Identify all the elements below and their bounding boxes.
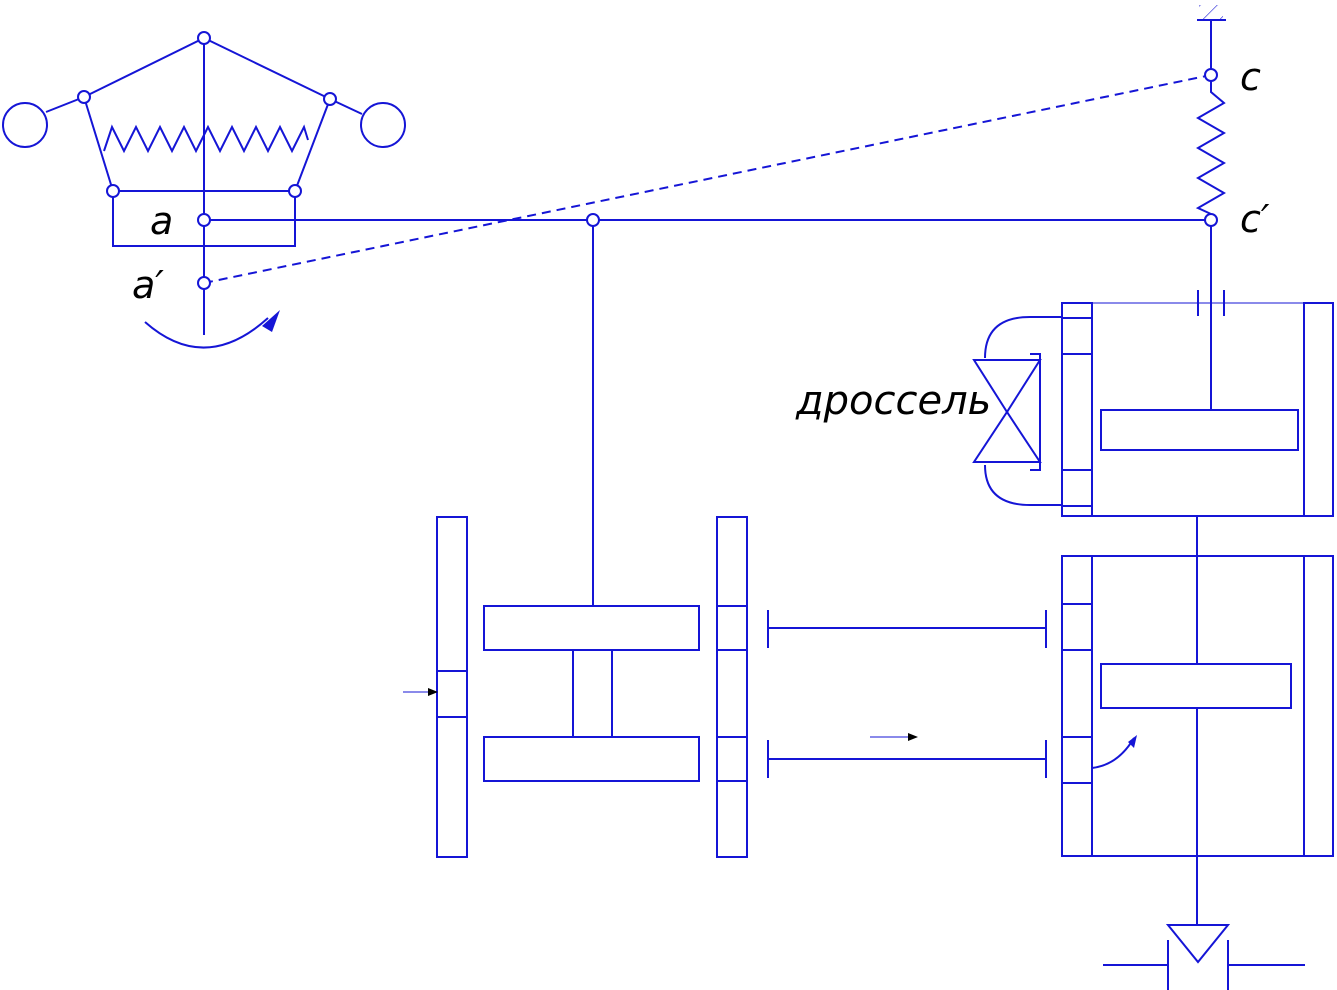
rotation-arrowhead <box>262 310 280 332</box>
valve-lower-port <box>716 736 748 782</box>
ground-hatch <box>1199 5 1223 19</box>
lever-a-prime-c-dashed <box>203 74 1212 284</box>
fixed-support <box>1197 5 1226 69</box>
label-c: c <box>1240 55 1261 99</box>
centrifugal-governor <box>2 31 406 349</box>
servo-left-wall <box>1061 555 1093 857</box>
throttle-valve-bottom <box>972 410 1042 463</box>
right-arm-pivot <box>323 92 337 106</box>
servo-flow-arrowhead <box>1128 735 1137 748</box>
servo-piston <box>1100 663 1292 709</box>
valve-left-wall <box>436 516 468 858</box>
regulating-valve <box>1165 924 1231 964</box>
left-sleeve-pivot <box>106 184 120 198</box>
rotation-arrow <box>144 317 269 349</box>
top-pivot <box>197 31 211 45</box>
servo-lower-port <box>1061 736 1093 784</box>
dashpot-right-wall <box>1303 302 1334 517</box>
governor-sleeve <box>112 190 296 247</box>
point-c-joint <box>1204 68 1218 82</box>
point-a-prime-joint <box>197 276 211 290</box>
servomotor <box>1061 516 1334 990</box>
servo-flow-curve <box>1091 737 1135 769</box>
throttle-valve-top <box>972 359 1042 414</box>
bypass-upper-pipe <box>984 316 1062 359</box>
valve-upper-spool <box>483 605 700 651</box>
label-a: a <box>150 199 173 243</box>
oil-lines <box>767 610 1047 778</box>
dashpot-upper-port <box>1061 317 1093 355</box>
throttle-label: дроссель <box>795 378 991 424</box>
label-a-prime: a′ <box>132 263 164 307</box>
left-arm-pivot <box>77 90 91 104</box>
dashpot-piston <box>1100 409 1299 451</box>
point-a-joint <box>197 213 211 227</box>
servo-right-wall <box>1303 555 1334 857</box>
valve-right-wall <box>716 516 748 858</box>
left-flyweight <box>2 102 48 148</box>
right-flyweight <box>360 102 406 148</box>
servo-upper-port <box>1061 603 1093 651</box>
lever-system: a a′ c c′ <box>132 55 1270 307</box>
point-c-prime-joint <box>1204 213 1218 227</box>
dashpot-left-wall <box>1061 302 1093 517</box>
dashpot-lower-port <box>1061 469 1093 507</box>
bypass-lower-pipe <box>984 464 1062 506</box>
bypass-inner-line <box>1030 353 1041 471</box>
dashpot: дроссель <box>795 226 1334 517</box>
valve-upper-port <box>716 605 748 651</box>
governor-spring <box>103 124 309 154</box>
label-c-prime: c′ <box>1240 197 1270 241</box>
valve-lower-spool <box>483 736 700 782</box>
feedback-spring <box>1195 81 1227 215</box>
slide-valve <box>403 226 748 858</box>
valve-inlet-port <box>436 670 468 718</box>
right-sleeve-pivot <box>288 184 302 198</box>
lever-pivot <box>586 213 600 227</box>
